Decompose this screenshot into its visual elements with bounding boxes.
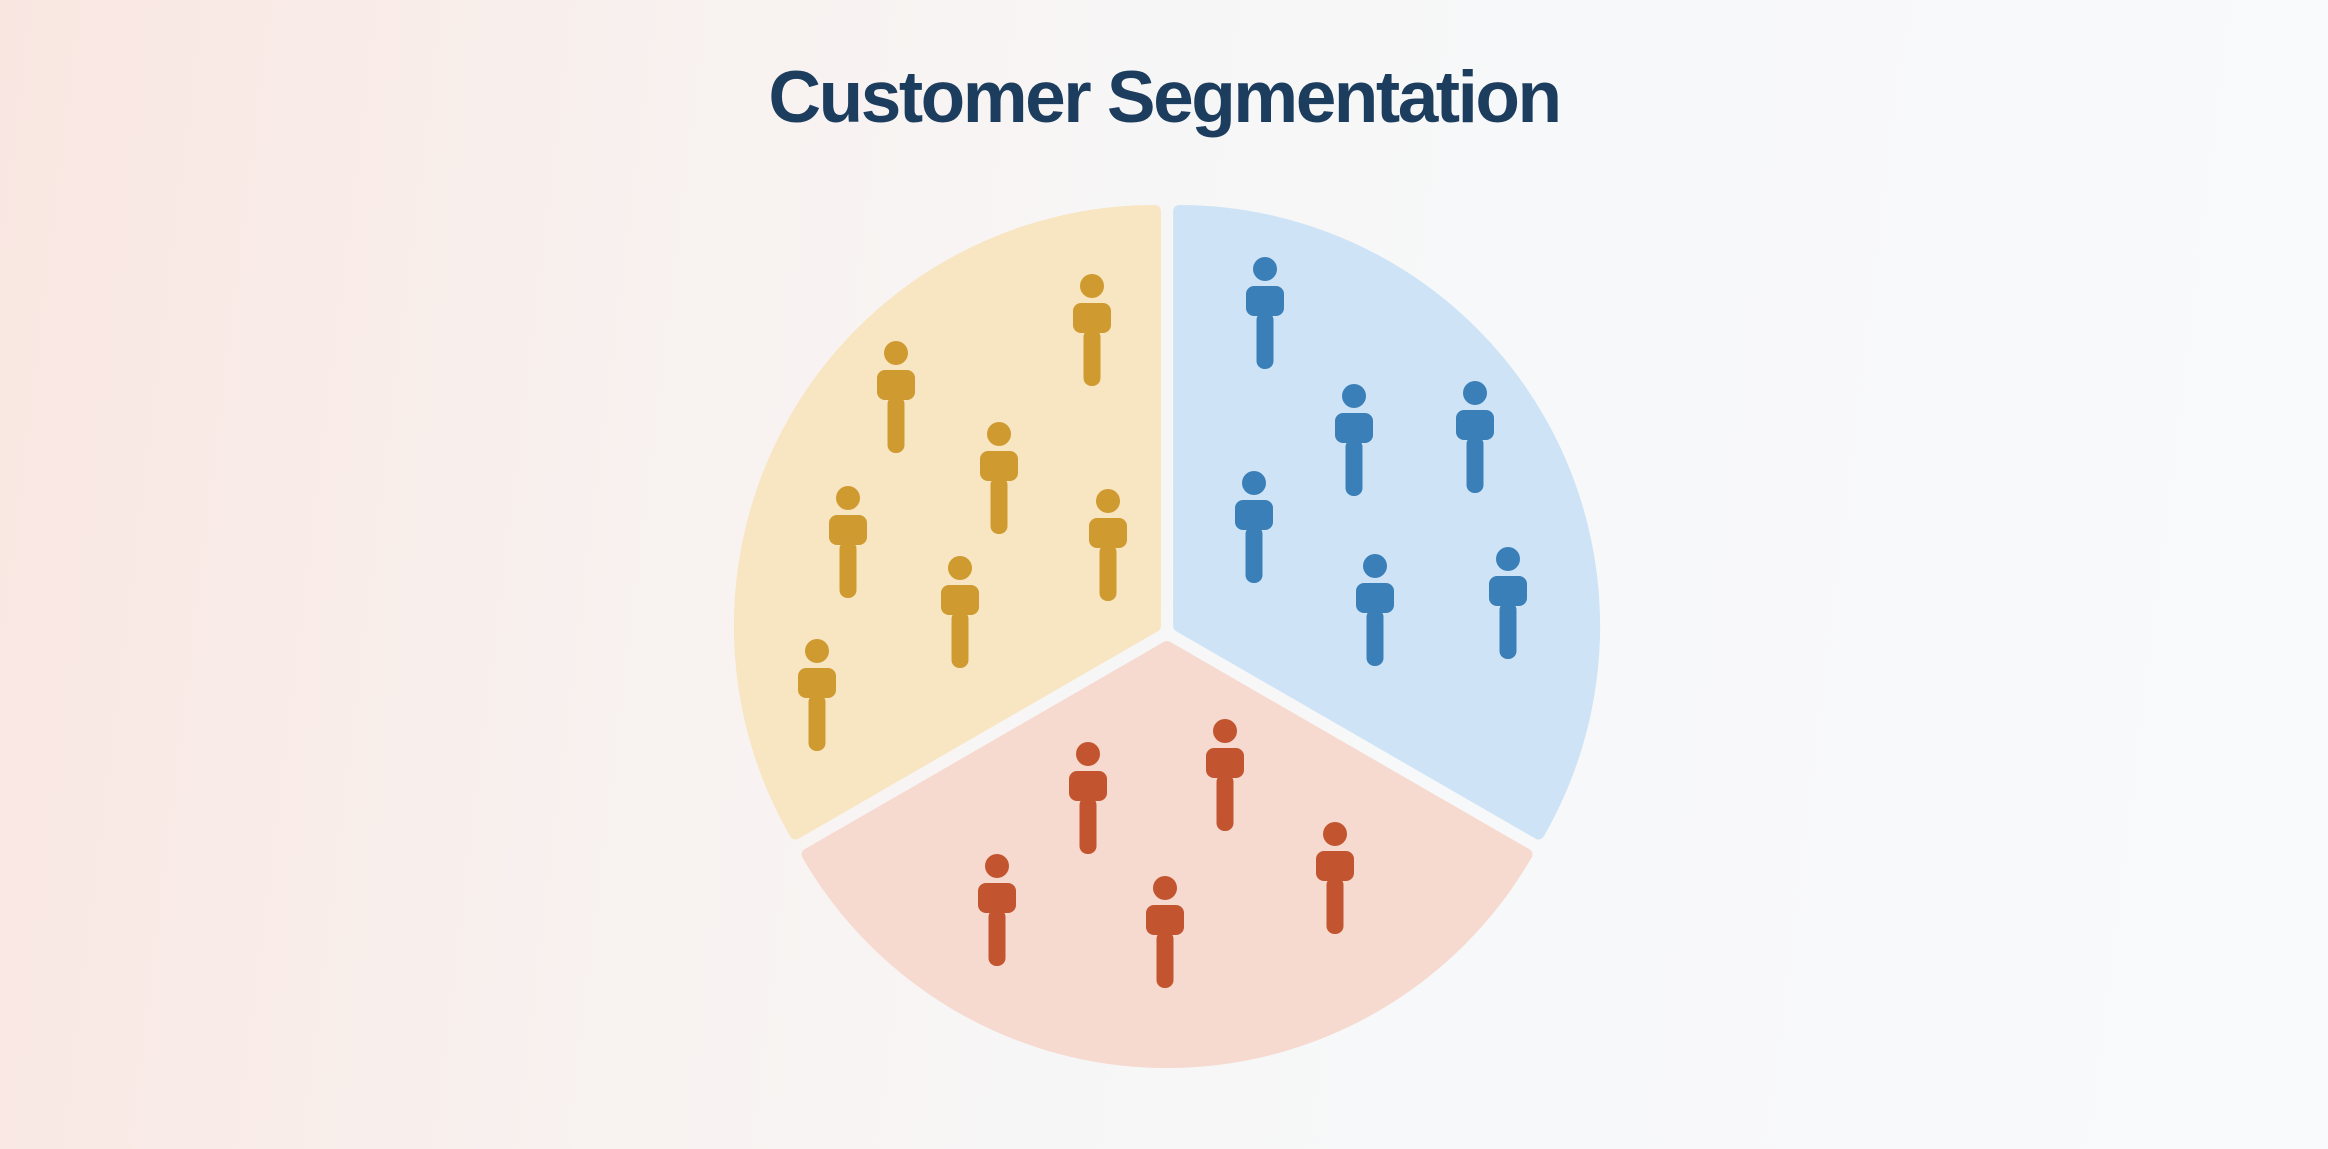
pie-slices xyxy=(733,205,1601,1068)
pie-slice-gold xyxy=(733,205,1161,840)
page-title: Customer Segmentation xyxy=(768,57,1562,138)
pie-slice-red xyxy=(801,641,1533,1068)
pie-slice-blue xyxy=(1173,205,1601,840)
